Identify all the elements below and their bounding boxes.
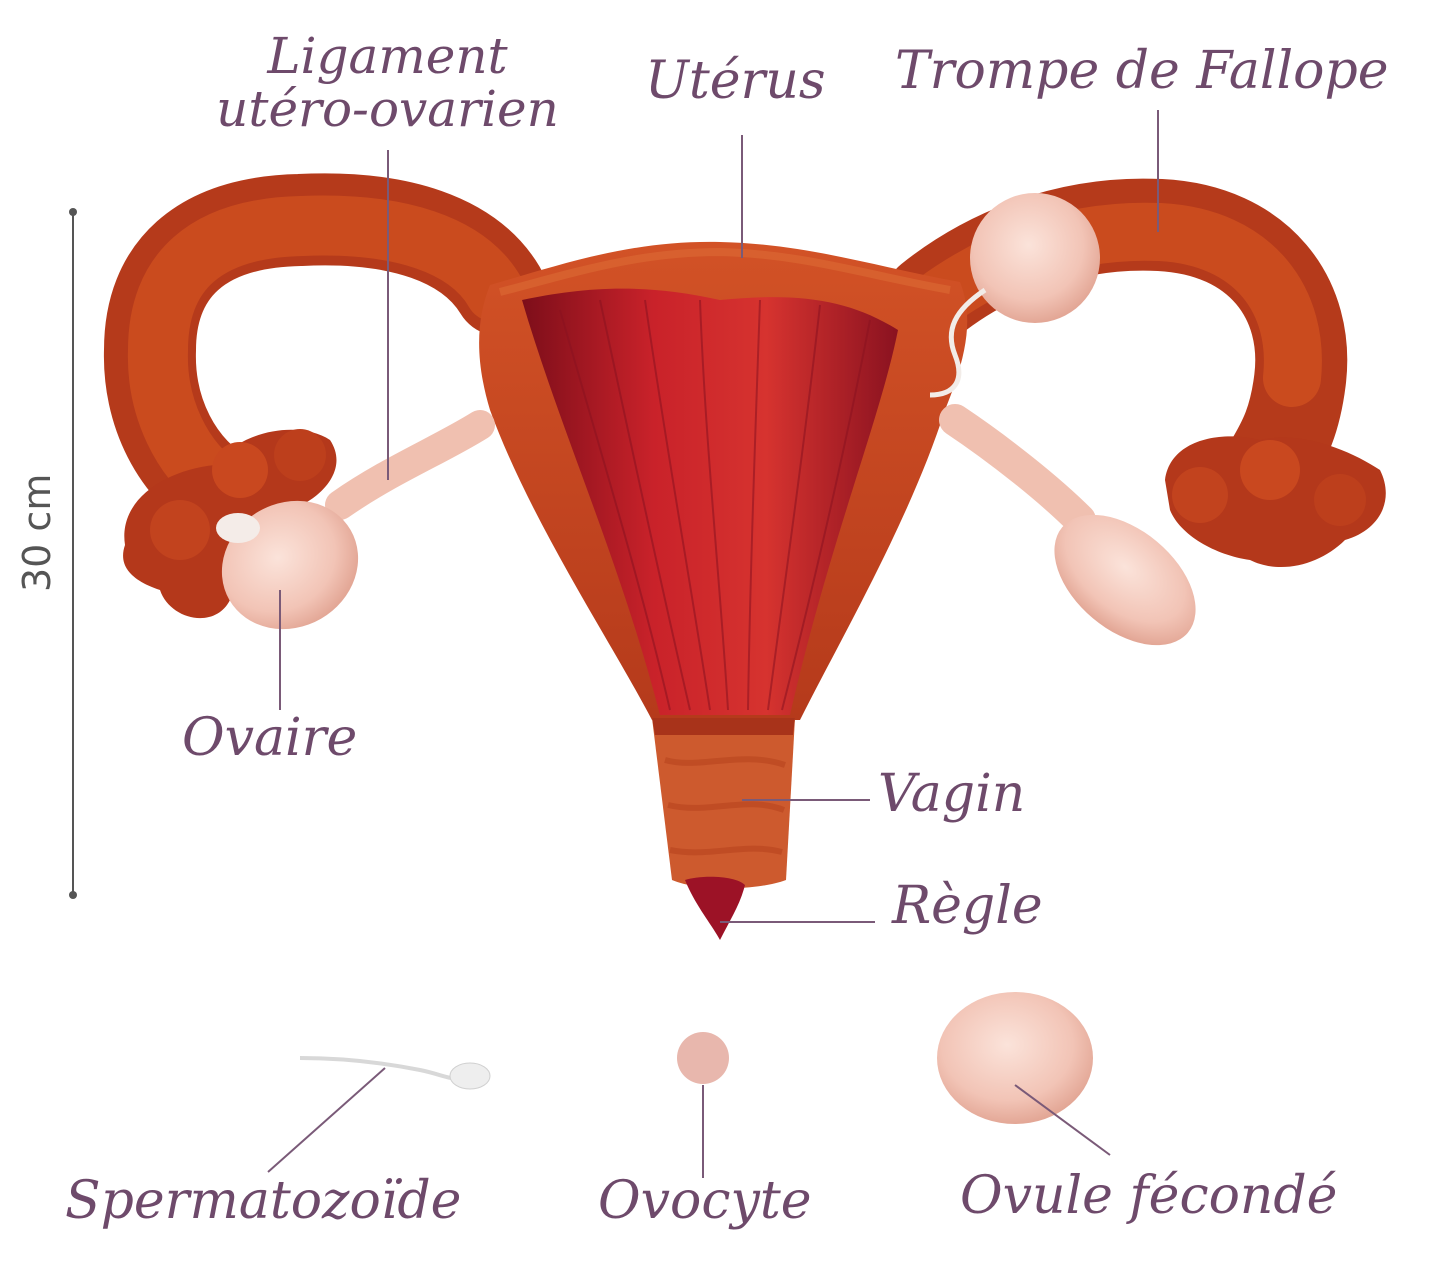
- label-ligament-line1: Ligament: [185, 30, 590, 83]
- label-ovaire: Ovaire: [182, 712, 357, 764]
- label-ovule-feconde: Ovule fécondé: [960, 1170, 1337, 1222]
- right-ovarian-ligament: [955, 420, 1080, 520]
- menstrual-blood: [685, 877, 745, 940]
- label-uterus: Utérus: [645, 55, 826, 107]
- label-ligament-line2: utéro-ovarien: [185, 83, 590, 136]
- label-ovocyte: Ovocyte: [598, 1175, 811, 1227]
- label-regle: Règle: [892, 880, 1043, 932]
- vagina: [652, 718, 795, 888]
- left-ovarian-ligament: [340, 425, 480, 505]
- label-trompe-de-fallope: Trompe de Fallope: [895, 45, 1389, 97]
- right-fimbriae: [1165, 436, 1386, 567]
- label-ligament-utero-ovarien: Ligament utéro-ovarien: [185, 30, 590, 135]
- spermatozoon-model: [300, 1058, 490, 1089]
- ovocyte-model: [677, 1032, 729, 1084]
- fertilized-ovum-model: [937, 992, 1093, 1124]
- label-vagin: Vagin: [878, 768, 1025, 820]
- label-spermatozoide: Spermatozoïde: [65, 1175, 461, 1227]
- scale-bar: [69, 208, 77, 899]
- scale-label: 30 cm: [15, 502, 59, 592]
